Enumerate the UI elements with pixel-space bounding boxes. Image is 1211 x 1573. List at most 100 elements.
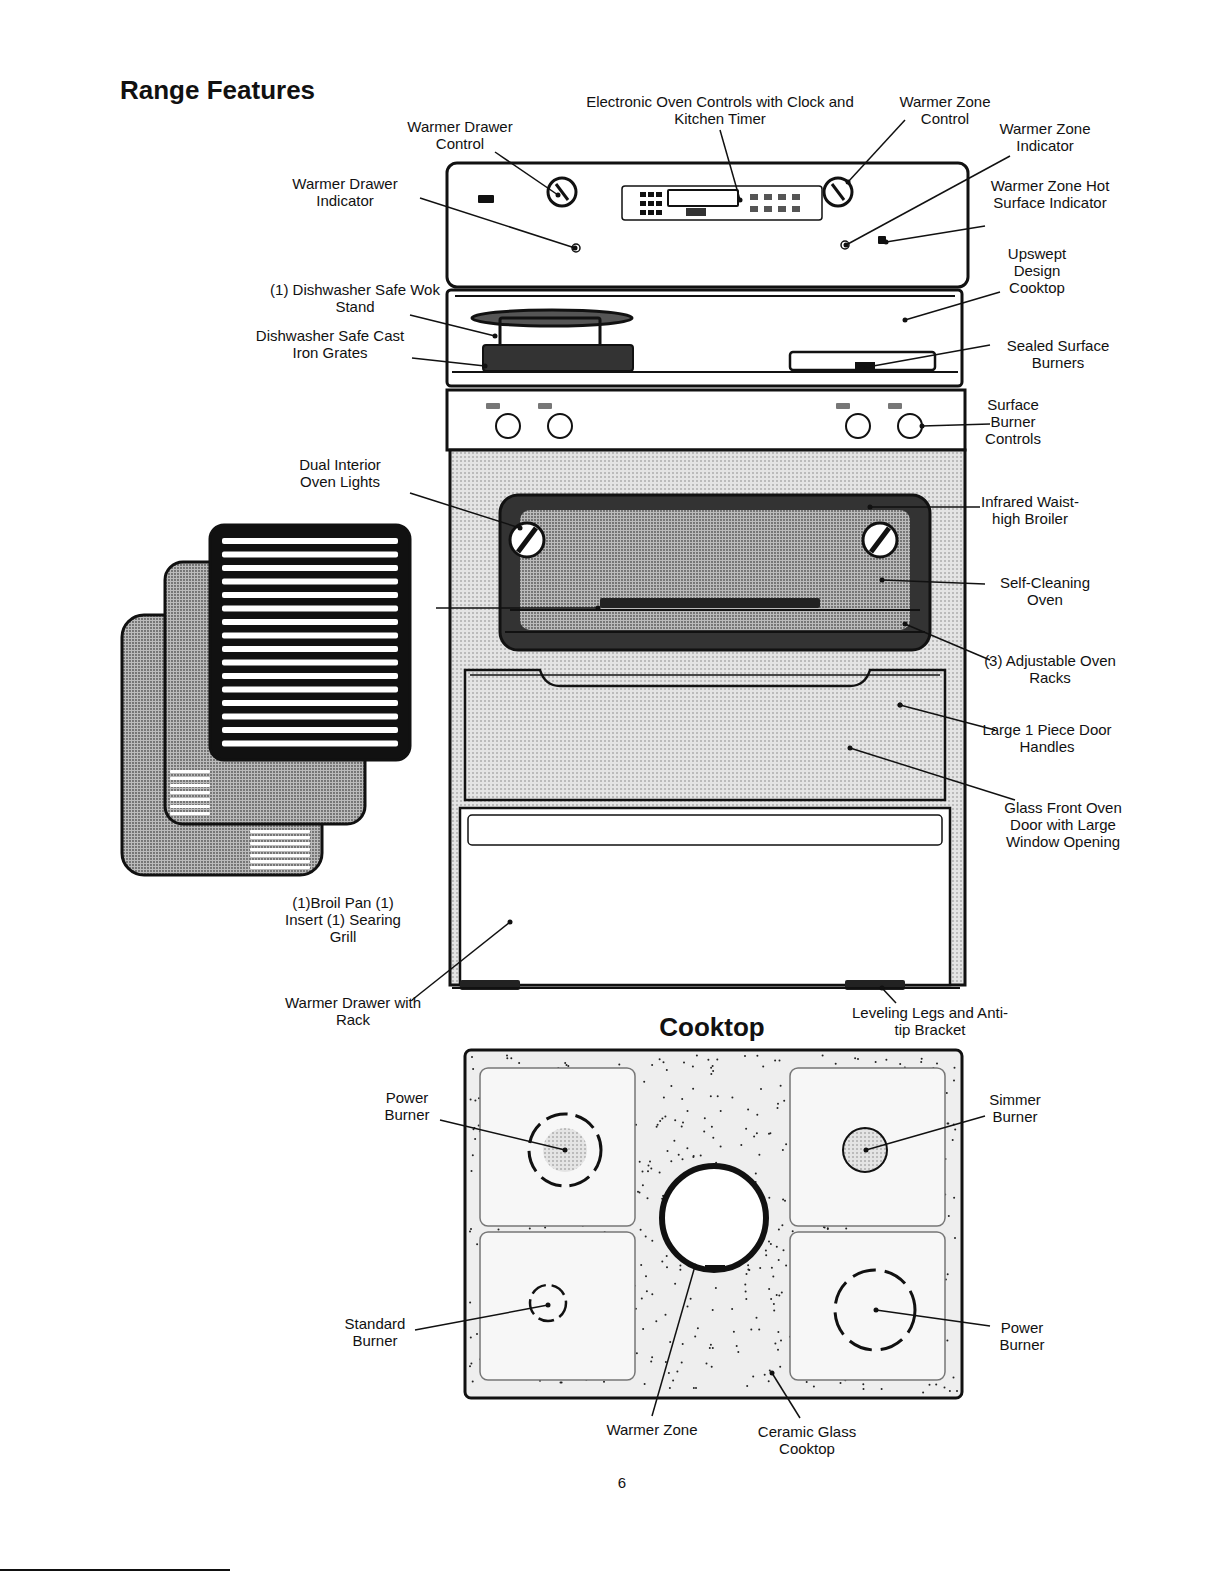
indicator-light	[572, 244, 580, 252]
speckle	[777, 1103, 779, 1105]
speckle	[666, 1266, 668, 1268]
grill-slot	[222, 714, 398, 720]
control-button	[648, 210, 654, 215]
speckle	[681, 1126, 683, 1128]
speckle	[781, 1224, 783, 1226]
speckle	[768, 1197, 770, 1199]
oven-light	[510, 523, 544, 557]
speckle	[690, 1298, 692, 1300]
speckle	[952, 1139, 954, 1141]
speckle	[778, 1229, 780, 1231]
warmer-zone-ring	[662, 1166, 766, 1270]
speckle	[476, 1243, 478, 1245]
speckle	[472, 1381, 474, 1383]
keypad-button	[686, 208, 706, 216]
oven-door-handle	[465, 670, 945, 800]
control-button	[648, 201, 654, 206]
speckle	[679, 1265, 681, 1267]
speckle	[875, 1061, 877, 1063]
speckle	[862, 1383, 864, 1385]
speckle	[782, 1149, 784, 1151]
speckle	[637, 1191, 639, 1193]
leader-dot	[518, 526, 523, 531]
leader-dot	[770, 1371, 775, 1376]
speckle	[758, 1329, 760, 1331]
speckle	[737, 1351, 739, 1353]
leader-line	[415, 1305, 548, 1330]
speckle	[644, 1383, 646, 1385]
clock-display	[668, 190, 738, 206]
speckle	[661, 1117, 663, 1119]
speckle	[470, 1337, 472, 1339]
burner-control-band	[447, 390, 965, 450]
speckle	[687, 1306, 689, 1308]
speckle	[782, 1199, 784, 1201]
speckle	[646, 1290, 648, 1292]
speckle	[778, 1295, 780, 1297]
speckle	[756, 1114, 758, 1116]
speckle	[498, 1228, 500, 1230]
leader-dot	[903, 318, 908, 323]
speckle	[745, 1290, 747, 1292]
door-edge	[470, 674, 940, 676]
speckle	[753, 1136, 755, 1138]
speckle	[650, 1167, 652, 1169]
part-label: Power Burner	[372, 1089, 442, 1123]
burner-control-knob	[548, 414, 572, 438]
indicator-light	[841, 241, 849, 249]
speckle	[710, 1344, 712, 1346]
speckle	[779, 1060, 781, 1062]
part-label: Power Burner	[987, 1319, 1057, 1353]
speckle	[659, 1058, 661, 1060]
cast-iron-grate	[483, 345, 633, 371]
speckle	[651, 1293, 653, 1295]
part-label: (1) Dishwasher Safe Wok Stand	[260, 281, 450, 315]
speckle	[700, 1155, 702, 1157]
speckle	[780, 1340, 782, 1342]
speckle	[813, 1386, 815, 1388]
burner-control-knob	[846, 414, 870, 438]
speckle	[768, 1288, 770, 1290]
burner-control-knob	[496, 414, 520, 438]
speckle	[953, 1079, 955, 1081]
leader-line	[436, 607, 598, 609]
speckle	[781, 1292, 783, 1294]
leader-line	[862, 345, 990, 368]
grill-slot	[222, 660, 398, 666]
speckle	[733, 1331, 735, 1333]
leader-line	[846, 156, 1010, 245]
speckle	[824, 1227, 826, 1229]
speckle	[693, 1387, 695, 1389]
speckle	[921, 1058, 923, 1060]
speckle	[920, 1061, 922, 1063]
speckle	[747, 1268, 749, 1270]
speckle	[768, 1380, 770, 1382]
leader-dot	[848, 746, 853, 751]
leader-dot	[556, 193, 561, 198]
control-panel	[447, 163, 968, 287]
speckle	[687, 1110, 689, 1112]
leader-dot	[693, 1264, 698, 1269]
speckle	[845, 1227, 847, 1229]
power-burner-ring	[835, 1270, 915, 1350]
speckle	[659, 1171, 661, 1173]
leader-line	[652, 1266, 695, 1416]
leader-dot	[903, 622, 908, 627]
speckle	[954, 1128, 956, 1130]
warmer-drawer	[460, 808, 950, 985]
speckle	[694, 1335, 696, 1337]
leader-dot	[920, 424, 925, 429]
part-label: Simmer Burner	[980, 1091, 1050, 1125]
speckle	[953, 1377, 955, 1379]
oven-rack	[510, 609, 920, 611]
insert-slot	[170, 805, 210, 808]
keypad-button	[750, 206, 758, 212]
control-button	[640, 192, 646, 197]
burner-zone	[790, 1068, 945, 1226]
speckle	[651, 1064, 653, 1066]
speckle	[935, 1384, 937, 1386]
speckle	[669, 1341, 671, 1343]
speckle	[647, 1170, 649, 1172]
speckle	[773, 1309, 775, 1311]
